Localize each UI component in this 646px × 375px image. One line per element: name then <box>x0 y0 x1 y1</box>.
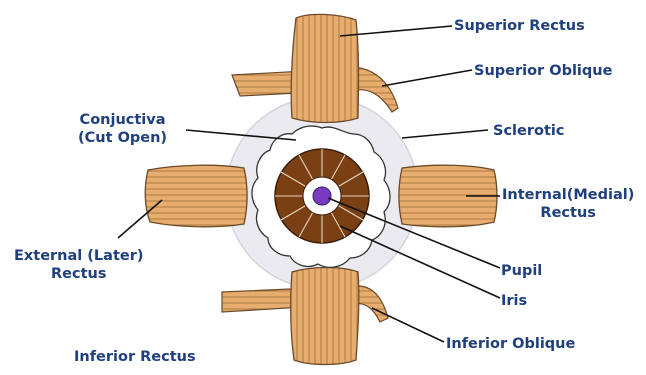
label-conjunctiva-line2: (Cut Open) <box>78 129 167 147</box>
label-pupil: Pupil <box>501 262 542 280</box>
label-internal-line1: Internal(Medial) <box>502 186 634 204</box>
superior-rectus-muscle <box>291 14 358 122</box>
label-external-rectus: External (Later) Rectus <box>14 247 144 283</box>
label-iris: Iris <box>501 292 527 310</box>
label-internal-line2: Rectus <box>502 204 634 222</box>
label-superior-oblique: Superior Oblique <box>474 62 612 80</box>
label-internal-rectus: Internal(Medial) Rectus <box>502 186 634 222</box>
external-rectus-muscle <box>145 165 247 227</box>
label-conjunctiva-line1: Conjuctiva <box>78 111 167 129</box>
label-sclerotic: Sclerotic <box>493 122 564 140</box>
pupil <box>313 187 331 205</box>
label-conjunctiva: Conjuctiva (Cut Open) <box>78 111 167 147</box>
label-external-line1: External (Later) <box>14 247 144 265</box>
label-superior-rectus: Superior Rectus <box>454 17 585 35</box>
inferior-rectus-muscle <box>291 268 359 365</box>
label-external-line2: Rectus <box>14 265 144 283</box>
label-inferior-rectus: Inferior Rectus <box>74 348 196 366</box>
label-inferior-oblique: Inferior Oblique <box>446 335 575 353</box>
